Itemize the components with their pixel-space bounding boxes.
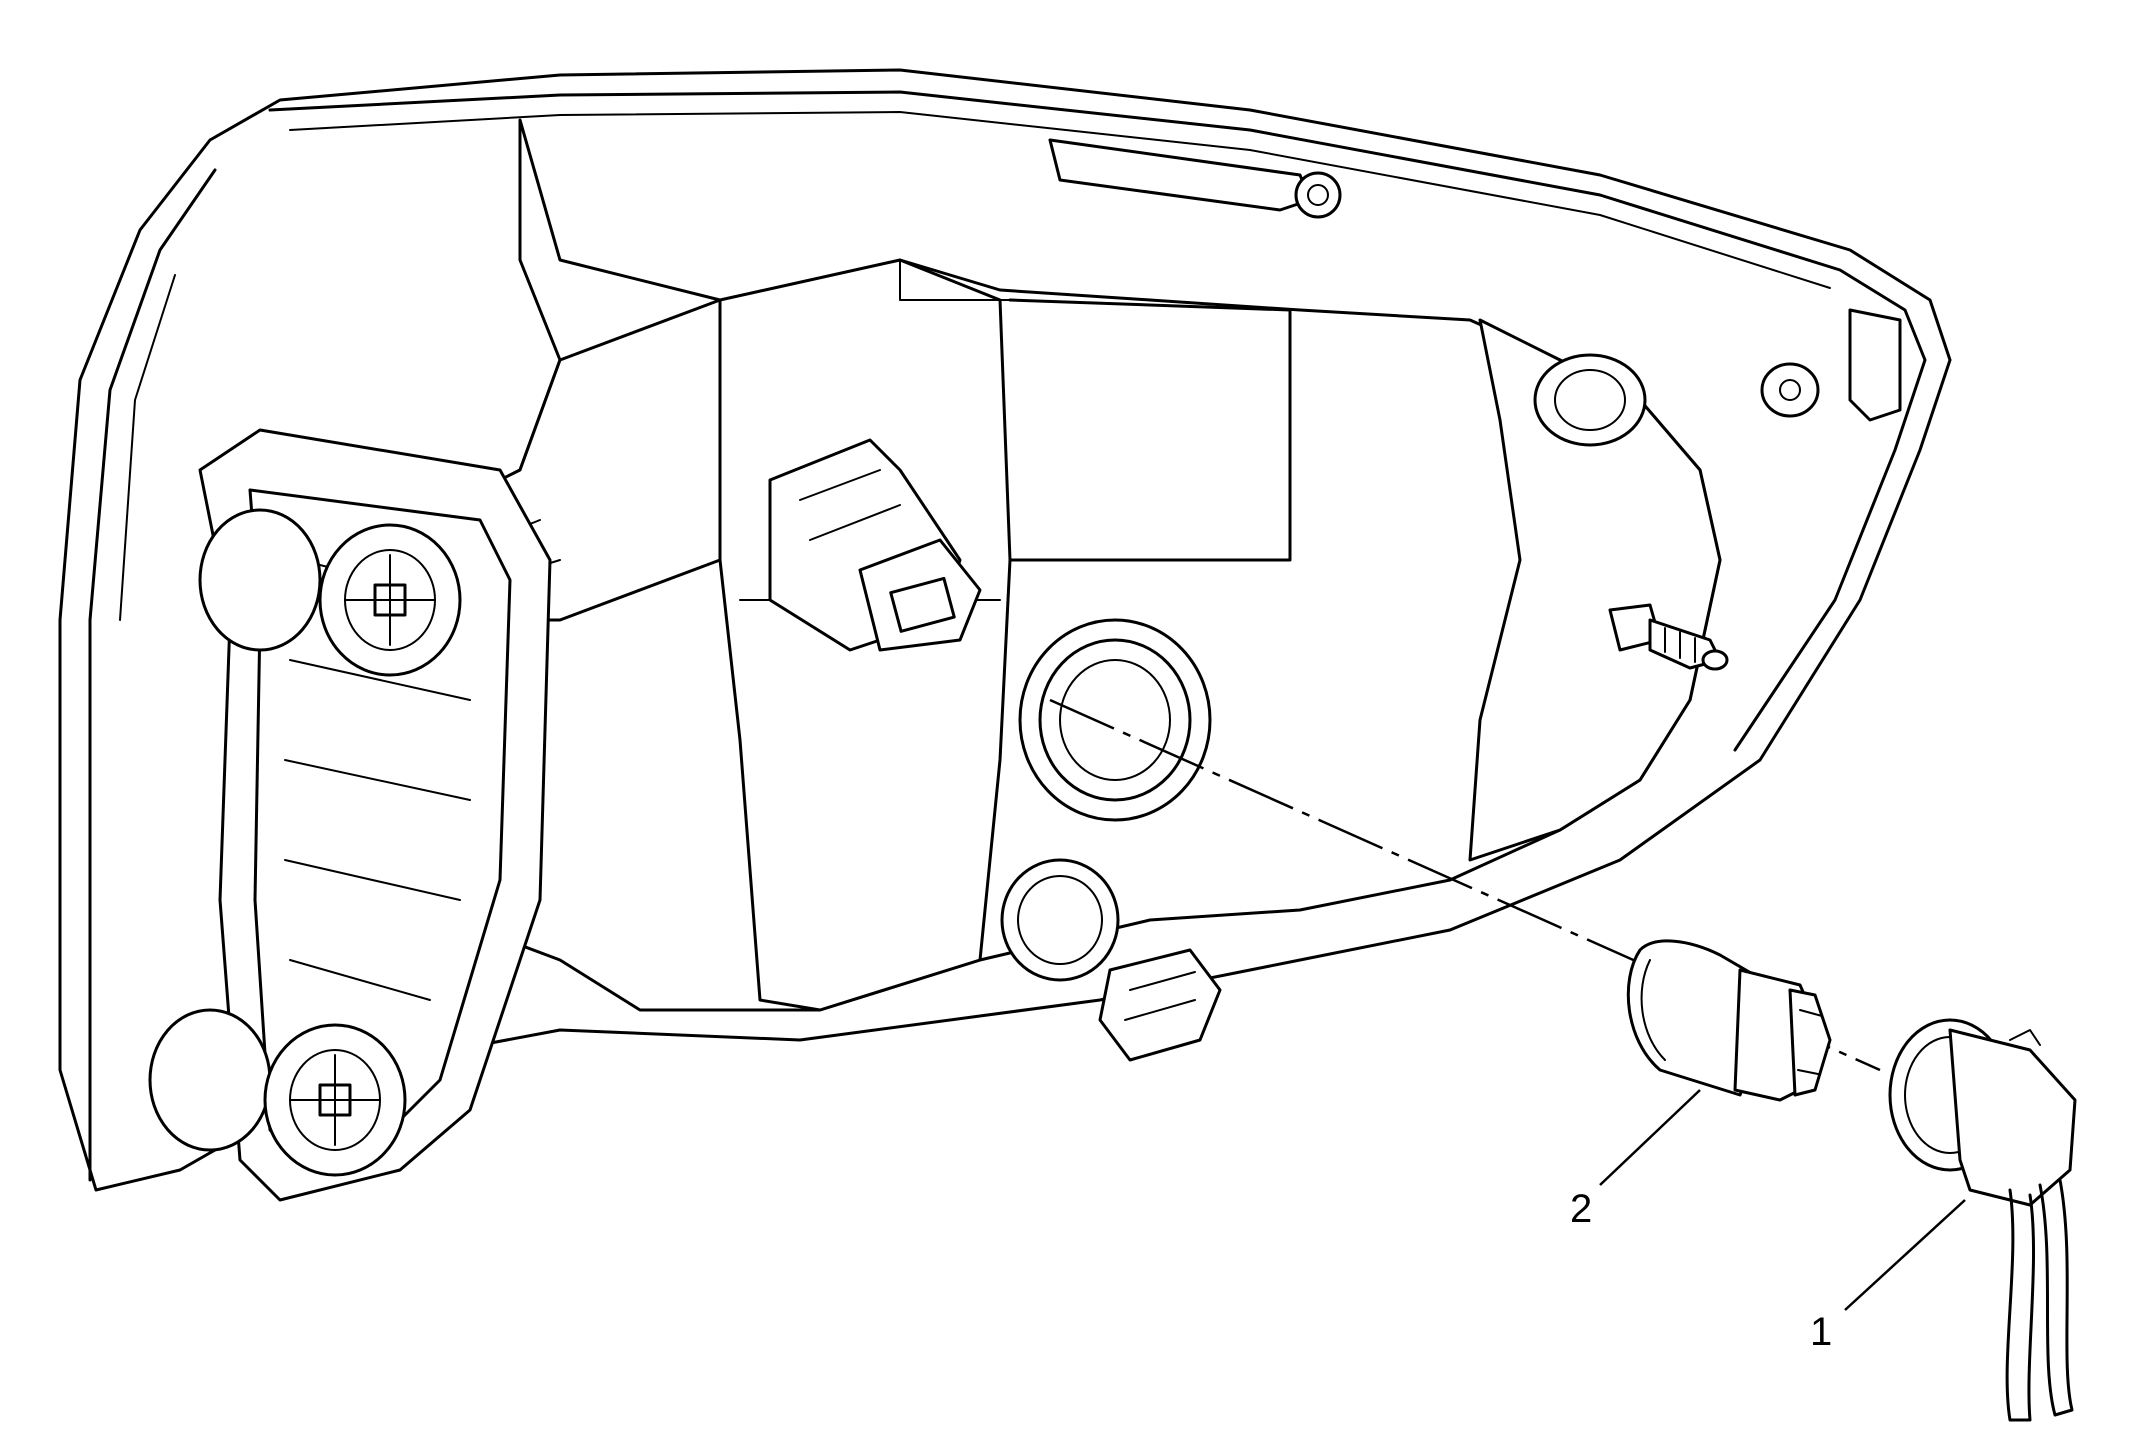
- upper-mount-pivot: [198, 508, 462, 677]
- harness-connector-lower: [1098, 948, 1222, 1062]
- callout-number-1: 1: [1810, 1310, 1832, 1354]
- bulb-socket-opening: [1018, 618, 1212, 822]
- harness-connector-upper: [768, 438, 982, 652]
- callout-1: 1: [1810, 1199, 1966, 1354]
- mounting-stud: [1608, 603, 1729, 671]
- callout-number-2: 2: [1570, 1187, 1592, 1231]
- lower-mount-pivot: [148, 1008, 407, 1177]
- bulb: [1626, 939, 1832, 1102]
- bulb-socket: [1888, 1018, 2077, 1422]
- callout-2: 2: [1570, 1089, 1701, 1231]
- lamp-housing: [58, 68, 1952, 1202]
- alignment-line: [1049, 698, 1881, 1072]
